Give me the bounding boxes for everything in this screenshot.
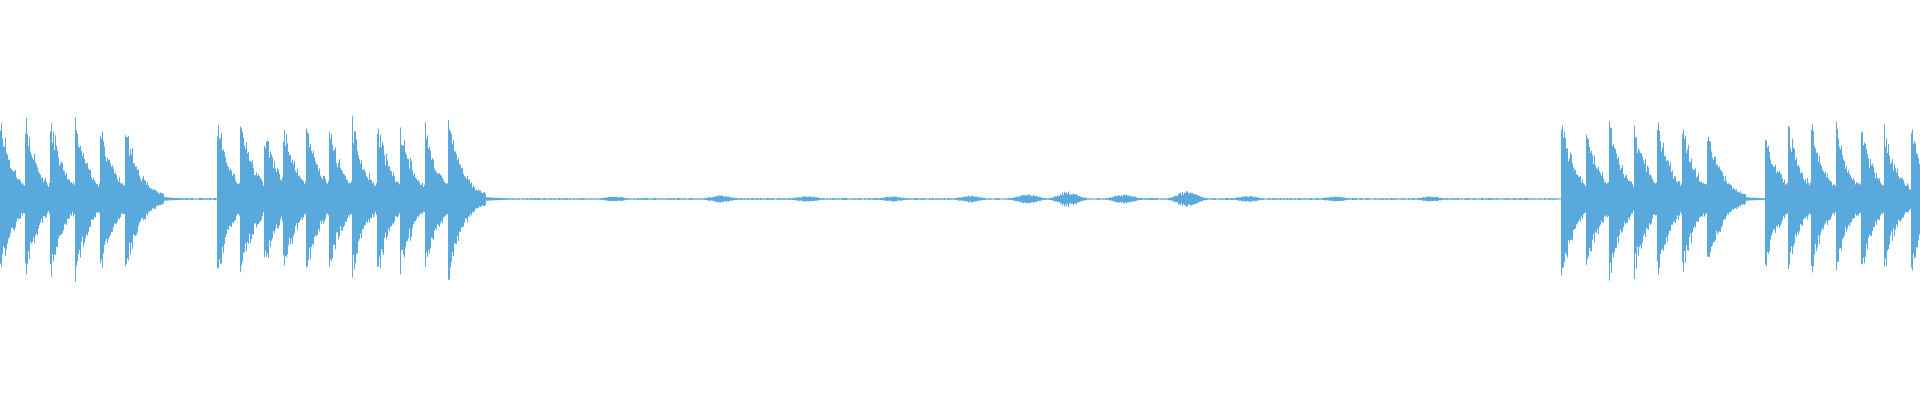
waveform-samples: [0, 116, 1920, 282]
